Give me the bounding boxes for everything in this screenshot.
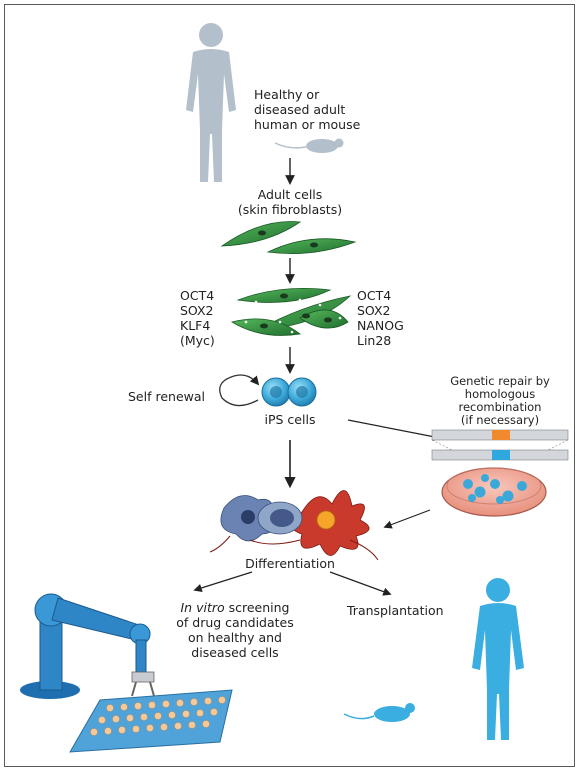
mouse-icon <box>274 138 344 153</box>
in-vitro-text: In vitro <box>180 600 225 615</box>
factors-right: OCT4 SOX2 NANOG Lin28 <box>357 288 404 348</box>
fibroblast-cells <box>220 221 357 255</box>
screening-label: In vitro screening of drug candidates on… <box>160 600 310 660</box>
factor-nanog: NANOG <box>357 318 404 333</box>
source-line-1: Healthy or <box>254 87 320 102</box>
source-label: Healthy or diseased adult human or mouse <box>254 87 360 132</box>
factor-oct4-left: OCT4 <box>180 288 215 303</box>
screening-text: screening <box>224 600 290 615</box>
screening-line-1: In vitro screening <box>160 600 310 615</box>
genetic-repair-label: Genetic repair by homologous recombinati… <box>432 375 568 427</box>
screening-line-3: on healthy and <box>187 630 282 645</box>
factor-oct4-right: OCT4 <box>357 288 392 303</box>
petri-dish-icon <box>441 467 547 517</box>
transplant-mouse-icon <box>343 703 415 722</box>
differentiation-label: Differentiation <box>245 556 335 571</box>
factor-klf4: KLF4 <box>180 318 211 333</box>
screening-line-2: of drug candidates <box>176 615 294 630</box>
self-renewal-loop <box>219 374 260 407</box>
adult-cells-label: Adult cells (skin fibroblasts) <box>216 187 364 217</box>
genetic-repair-line-3: recombination <box>458 400 542 414</box>
reprogramming-cells <box>230 287 352 336</box>
source-line-3: human or mouse <box>254 117 361 132</box>
ips-cells-icon <box>261 377 317 407</box>
factor-sox2-left: SOX2 <box>180 303 214 318</box>
adult-human-icon <box>186 23 236 182</box>
arrow-from-dish <box>383 509 431 529</box>
arrow-to-screening <box>193 571 253 592</box>
transplantation-label: Transplantation <box>347 603 444 618</box>
dna-strip-icon <box>431 429 569 461</box>
arrow-to-genetic-repair <box>347 419 442 441</box>
differentiated-cells <box>209 490 379 561</box>
robot-arm-icon <box>20 593 155 699</box>
adult-cells-title: Adult cells <box>257 187 323 202</box>
adult-cells-subtitle: (skin fibroblasts) <box>237 202 343 217</box>
genetic-repair-line-1: Genetic repair by <box>450 374 550 388</box>
factor-sox2-right: SOX2 <box>357 303 391 318</box>
factors-left: OCT4 SOX2 KLF4 (Myc) <box>180 288 215 348</box>
transplant-human-icon <box>472 578 524 740</box>
factor-myc: (Myc) <box>180 333 215 348</box>
arrow-to-transplantation <box>329 571 392 596</box>
genetic-repair-line-2: homologous <box>464 387 536 401</box>
screening-line-4: diseased cells <box>191 645 279 660</box>
well-plate-icon <box>69 689 233 753</box>
source-line-2: diseased adult <box>254 102 346 117</box>
genetic-repair-line-4: (if necessary) <box>460 413 540 427</box>
factor-lin28: Lin28 <box>357 333 392 348</box>
self-renewal-label: Self renewal <box>128 389 205 404</box>
ips-cells-label: iPS cells <box>264 412 316 427</box>
